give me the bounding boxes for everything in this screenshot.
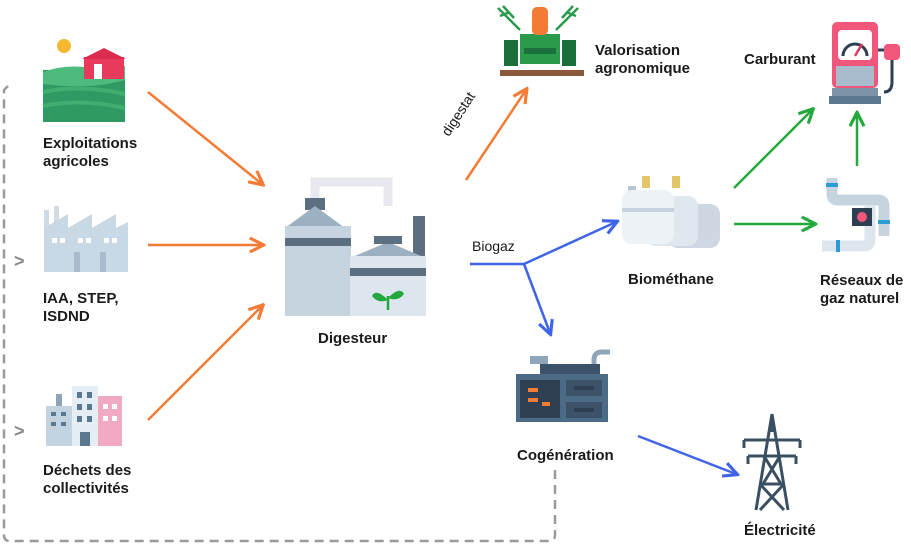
edge-community-to-digester <box>147 306 262 421</box>
label-industry-line2: ISDND <box>43 308 90 325</box>
label-community: Déchets des collectivités <box>43 462 131 498</box>
label-farms-line2: agricoles <box>43 153 109 170</box>
edge-cogeneration-to-electricity <box>637 434 736 474</box>
label-agronomic-line2: agronomique <box>595 60 691 77</box>
label-fuel-line1: Carburant <box>744 51 816 68</box>
label-community-line2: collectivités <box>43 480 129 497</box>
label-gas-network-line1: Réseaux de <box>820 272 904 289</box>
label-biomethane: Biométhane <box>628 271 714 289</box>
label-digester: Digesteur <box>318 330 387 348</box>
label-digester-line1: Digesteur <box>318 330 388 347</box>
label-agronomic-line1: Valorisation <box>595 42 681 59</box>
factory-icon <box>44 206 128 272</box>
label-biomethane-line1: Biométhane <box>628 271 714 288</box>
label-farms-line1: Exploitations <box>43 135 138 152</box>
edge-biomethane-to-fuel <box>733 110 812 189</box>
edge-farms-to-digester <box>147 91 262 184</box>
label-fuel: Carburant <box>744 51 816 69</box>
tractor-icon <box>497 5 584 76</box>
edge-label-biogas: Biogaz <box>472 238 515 254</box>
label-electricity-line1: Électricité <box>744 522 816 539</box>
city-buildings-icon <box>46 386 122 446</box>
gas-tanks-icon <box>622 176 720 248</box>
edge-digester-to-agronomic <box>464 90 526 181</box>
label-gas-network-line2: gaz naturel <box>820 290 900 307</box>
label-gas-network: Réseaux de gaz naturel <box>820 272 903 308</box>
chevron-right-icon: > <box>14 421 25 441</box>
label-industry-line1: IAA, STEP, <box>43 290 119 307</box>
power-pylon-icon <box>742 413 802 512</box>
chevron-right-icon: > <box>14 251 25 271</box>
edge-biogas-to-biomethane <box>523 222 616 266</box>
return-path-dashed <box>2 83 557 543</box>
label-farms: Exploitations agricoles <box>43 135 137 171</box>
pipes-icon <box>822 178 890 252</box>
digester-plant-icon <box>285 177 426 316</box>
fuel-pump-icon <box>829 22 900 104</box>
label-electricity: Électricité <box>744 522 816 540</box>
farm-icon <box>42 39 126 122</box>
label-agronomic: Valorisation agronomique <box>595 42 690 78</box>
label-cogeneration: Cogénération <box>517 447 614 465</box>
edge-biogas-to-cogeneration <box>522 263 550 333</box>
label-industry: IAA, STEP, ISDND <box>43 290 119 326</box>
label-cogeneration-line1: Cogénération <box>517 447 614 464</box>
generator-icon <box>516 349 610 422</box>
label-community-line1: Déchets des <box>43 462 132 479</box>
